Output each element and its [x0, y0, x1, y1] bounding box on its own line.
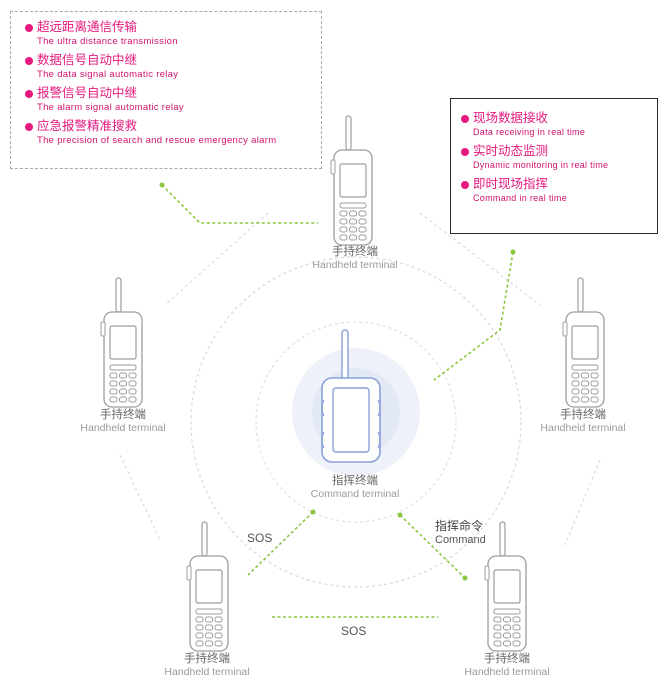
feature-en: The ultra distance transmission — [37, 36, 178, 47]
device-label-en: Handheld terminal — [540, 422, 626, 434]
feature-item: 应急报警精准搜救 The precision of search and res… — [25, 119, 321, 147]
feature-en: The alarm signal automatic relay — [37, 102, 184, 113]
feature-item: 数据信号自动中继 The data signal automatic relay — [25, 53, 321, 81]
radio-left-icon — [100, 277, 143, 408]
device-label-en: Handheld terminal — [464, 666, 550, 678]
feature-cn: 超远距离通信传输 — [37, 20, 138, 34]
radio-top-icon — [330, 115, 373, 246]
feature-box-left: 超远距离通信传输 The ultra distance transmission… — [10, 11, 322, 169]
radio-bottom-right-icon — [484, 521, 527, 652]
bullet-icon — [461, 181, 469, 189]
sos-label-bottom: SOS — [341, 624, 367, 638]
device-label-en: Handheld terminal — [80, 422, 166, 434]
feature-box-right: 现场数据接收 Data receiving in real time 实时动态监… — [450, 98, 658, 234]
feature-item: 即时现场指挥 Command in real time — [461, 177, 657, 205]
feature-cn: 报警信号自动中继 — [37, 86, 138, 100]
device-label-center: 指挥终端 Command terminal — [300, 474, 410, 501]
command-terminal-icon — [321, 329, 381, 463]
pentagon-links — [119, 212, 601, 546]
feature-item: 实时动态监测 Dynamic monitoring in real time — [461, 144, 657, 172]
device-label-cn: 指挥终端 — [332, 475, 378, 487]
green-connectors — [161, 184, 514, 618]
feature-item: 超远距离通信传输 The ultra distance transmission — [25, 20, 321, 48]
bullet-icon — [461, 148, 469, 156]
feature-en: Dynamic monitoring in real time — [473, 160, 609, 170]
inner-ring — [255, 321, 457, 523]
connector-dots — [159, 182, 516, 581]
feature-en: Data receiving in real time — [473, 127, 586, 137]
feature-item: 报警信号自动中继 The alarm signal automatic rela… — [25, 86, 321, 114]
feature-en: The precision of search and rescue emerg… — [37, 135, 277, 146]
bullet-icon — [461, 115, 469, 123]
device-label-top: 手持终端 Handheld terminal — [300, 245, 410, 272]
device-label-bottom-left: 手持终端 Handheld terminal — [152, 652, 262, 679]
bullet-icon — [25, 24, 33, 32]
bullet-icon — [25, 57, 33, 65]
command-flow-en: Command — [435, 534, 486, 546]
feature-cn: 现场数据接收 — [473, 111, 549, 125]
device-label-en: Handheld terminal — [164, 666, 250, 678]
feature-cn: 即时现场指挥 — [473, 177, 549, 191]
device-label-cn: 手持终端 — [332, 246, 378, 258]
device-label-cn: 手持终端 — [484, 653, 530, 665]
device-label-cn: 手持终端 — [184, 653, 230, 665]
device-label-cn: 手持终端 — [560, 409, 606, 421]
command-flow-cn: 指挥命令 — [435, 519, 484, 533]
device-label-right: 手持终端 Handheld terminal — [528, 408, 638, 435]
bullet-icon — [25, 123, 33, 131]
device-label-en: Handheld terminal — [312, 259, 398, 271]
command-flow-label: 指挥命令 Command — [435, 517, 486, 546]
radio-bottom-left-icon — [186, 521, 229, 652]
feature-cn: 数据信号自动中继 — [37, 53, 138, 67]
device-label-cn: 手持终端 — [100, 409, 146, 421]
feature-en: Command in real time — [473, 193, 568, 203]
feature-cn: 实时动态监测 — [473, 144, 549, 158]
feature-en: The data signal automatic relay — [37, 69, 179, 80]
radio-right-icon — [562, 277, 605, 408]
bullet-icon — [25, 90, 33, 98]
feature-cn: 应急报警精准搜救 — [37, 119, 138, 133]
outer-ring — [190, 256, 522, 588]
device-label-bottom-right: 手持终端 Handheld terminal — [452, 652, 562, 679]
feature-item: 现场数据接收 Data receiving in real time — [461, 111, 657, 139]
device-label-left: 手持终端 Handheld terminal — [68, 408, 178, 435]
device-label-en: Command terminal — [310, 488, 400, 500]
sos-label-upper: SOS — [247, 531, 273, 545]
